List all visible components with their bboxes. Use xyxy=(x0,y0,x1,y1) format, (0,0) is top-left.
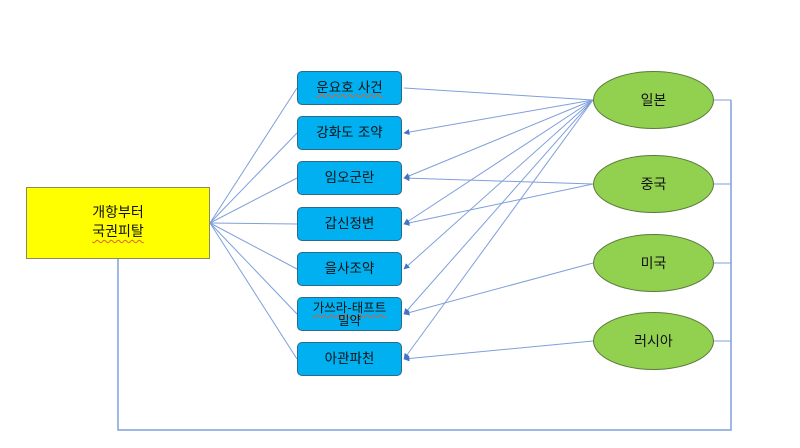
root-topic-box[interactable]: 개항부터 국권피탈 xyxy=(26,187,210,259)
root-connector xyxy=(209,222,298,225)
event-label-line2: 밀약 xyxy=(337,313,361,328)
country-china[interactable]: 중국 xyxy=(593,155,714,213)
event-label: 임오군란 xyxy=(324,169,375,186)
event-label: 강화도 조약 xyxy=(316,124,383,141)
root-to-event-connectors xyxy=(209,87,298,360)
country-connector-arrow xyxy=(403,175,594,185)
frame-connector xyxy=(117,100,732,431)
root-connector xyxy=(209,132,298,224)
country-connector-arrow xyxy=(403,99,594,225)
root-connector xyxy=(209,222,298,270)
country-label: 중국 xyxy=(640,177,667,193)
country-label: 러시아 xyxy=(634,334,673,350)
country-russia[interactable]: 러시아 xyxy=(593,312,714,370)
country-to-event-connectors xyxy=(403,87,594,362)
event-label: 아관파천 xyxy=(324,350,375,367)
event-box-agwan[interactable]: 아관파천 xyxy=(297,342,402,376)
country-connector-arrow xyxy=(403,87,594,101)
country-label: 일본 xyxy=(640,93,667,109)
root-topic-line2: 국권피탈 xyxy=(92,224,144,240)
country-connector-arrow xyxy=(403,183,594,226)
event-label: 운요호 사건 xyxy=(316,79,383,96)
country-connector-arrow xyxy=(403,99,594,179)
country-connector-arrow xyxy=(403,99,594,360)
root-connector xyxy=(209,87,298,224)
country-connector-arrow xyxy=(403,99,594,136)
event-label: 을사조약 xyxy=(324,260,375,277)
country-connector-arrow xyxy=(403,262,594,316)
country-japan[interactable]: 일본 xyxy=(593,71,714,129)
root-connector xyxy=(209,222,298,360)
country-connector-arrow xyxy=(403,340,594,362)
event-box-imo[interactable]: 임오군란 xyxy=(297,161,402,195)
event-box-ganghwado[interactable]: 강화도 조약 xyxy=(297,116,402,150)
event-box-gapsin[interactable]: 갑신정변 xyxy=(297,207,402,241)
country-connector-arrow xyxy=(403,99,594,270)
event-label: 갑신정변 xyxy=(324,215,375,232)
root-connector xyxy=(209,177,298,224)
root-connector xyxy=(209,222,298,315)
country-usa[interactable]: 미국 xyxy=(593,234,714,292)
event-box-katsura-taft[interactable]: 가쓰라-태프트 밀약 xyxy=(297,297,402,331)
country-label: 미국 xyxy=(640,256,667,272)
root-topic-line1: 개항부터 xyxy=(92,205,144,221)
event-box-unyoho[interactable]: 운요호 사건 xyxy=(297,71,402,105)
event-box-eulsa[interactable]: 을사조약 xyxy=(297,252,402,286)
event-label: 가쓰라-태프트 xyxy=(312,300,387,315)
country-connector-arrow xyxy=(403,99,594,315)
